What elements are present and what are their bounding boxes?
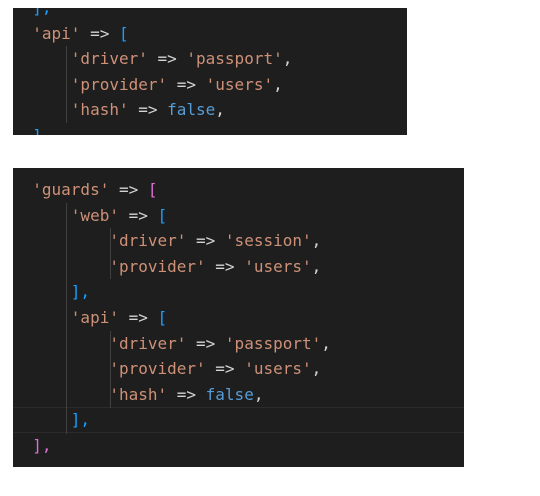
code-token: , xyxy=(311,231,322,251)
code-token: 'passport' xyxy=(186,49,283,69)
code-line: 'driver' => 'passport', xyxy=(13,331,464,357)
code-token: => xyxy=(186,231,225,251)
indent xyxy=(13,282,71,301)
indent xyxy=(13,385,109,404)
code-token: => xyxy=(186,333,225,353)
code-token: ], xyxy=(70,410,91,430)
code-token: [ xyxy=(118,23,129,43)
indent xyxy=(13,75,71,94)
code-line: ], xyxy=(13,407,464,433)
indent xyxy=(13,126,32,135)
indent xyxy=(13,334,109,353)
code-token: ], xyxy=(32,435,52,455)
indent-guide xyxy=(110,331,111,408)
code-token: [ xyxy=(157,307,168,327)
code-token: ], xyxy=(32,126,51,135)
code-token: 'users' xyxy=(244,256,312,276)
code-token: 'passport' xyxy=(224,333,322,353)
indent xyxy=(13,231,109,250)
indent-guide xyxy=(110,228,111,279)
code-line: 'provider' => 'users', xyxy=(13,254,464,280)
code-token: ], xyxy=(70,282,91,302)
code-token: 'session' xyxy=(224,231,312,251)
code-token: 'hash' xyxy=(70,100,129,120)
code-token: 'driver' xyxy=(109,231,187,251)
code-token: => xyxy=(128,100,168,120)
indent xyxy=(13,359,109,378)
indent-guide xyxy=(66,46,67,123)
code-token: false xyxy=(205,384,254,404)
code-token: , xyxy=(311,256,322,276)
code-token: , xyxy=(321,333,331,353)
code-line: 'web' => [ xyxy=(13,203,464,229)
code-token: => xyxy=(167,74,206,94)
code-snippet-api: ], 'api' => [ 'driver' => 'passport', 'p… xyxy=(13,8,407,135)
code-line: ], xyxy=(13,279,464,305)
code-line: 'hash' => false, xyxy=(13,382,464,408)
code-line: 'hash' => false, xyxy=(13,97,407,123)
indent-guide xyxy=(66,203,67,434)
code-token: , xyxy=(253,384,264,404)
indent xyxy=(13,24,32,43)
code-token: , xyxy=(282,49,293,69)
indent xyxy=(13,100,71,119)
indent xyxy=(13,206,71,225)
code-token: [ xyxy=(147,180,158,199)
code-token: 'api' xyxy=(32,23,81,43)
code-token: 'users' xyxy=(244,359,312,379)
code-token: => xyxy=(147,49,187,69)
code-lines: ], 'api' => [ 'driver' => 'passport', 'p… xyxy=(13,8,407,135)
code-token: => xyxy=(118,205,158,225)
code-line: 'provider' => 'users', xyxy=(13,356,464,382)
code-token: => xyxy=(167,384,206,404)
indent xyxy=(13,180,32,199)
code-line: ], xyxy=(13,123,407,135)
code-token: 'provider' xyxy=(109,359,206,379)
code-token: 'web' xyxy=(70,205,119,225)
code-line: 'driver' => 'session', xyxy=(13,228,464,254)
code-token: 'users' xyxy=(205,74,274,94)
code-lines: 'guards' => [ 'web' => [ 'driver' => 'se… xyxy=(13,177,464,459)
code-token: , xyxy=(311,359,322,379)
code-snippet-guards: 'guards' => [ 'web' => [ 'driver' => 'se… xyxy=(13,168,464,467)
code-token: 'guards' xyxy=(32,180,110,199)
code-line: ], xyxy=(13,433,464,459)
code-line: ], xyxy=(13,8,407,21)
code-line: 'api' => [ xyxy=(13,305,464,331)
code-token: ], xyxy=(32,8,51,17)
code-token: 'provider' xyxy=(109,256,206,276)
indent xyxy=(13,257,109,276)
code-token: [ xyxy=(157,205,168,225)
code-token: 'driver' xyxy=(70,49,148,69)
code-token: 'hash' xyxy=(109,384,168,404)
code-token: 'api' xyxy=(70,307,119,327)
code-token: => xyxy=(205,359,245,379)
code-line: 'api' => [ xyxy=(13,21,407,47)
indent xyxy=(13,410,71,429)
code-token: => xyxy=(109,180,148,199)
code-line: 'driver' => 'passport', xyxy=(13,46,407,72)
code-token: false xyxy=(167,100,216,120)
indent xyxy=(13,8,32,17)
indent xyxy=(13,436,32,455)
code-token: , xyxy=(273,74,283,94)
code-token: => xyxy=(80,23,119,43)
indent xyxy=(13,49,71,68)
code-token: => xyxy=(205,256,245,276)
indent xyxy=(13,308,71,327)
code-token: 'provider' xyxy=(70,74,168,94)
code-line: 'guards' => [ xyxy=(13,177,464,203)
code-token: => xyxy=(118,307,158,327)
code-token: 'driver' xyxy=(109,333,187,353)
code-token: , xyxy=(215,100,225,120)
code-line: 'provider' => 'users', xyxy=(13,72,407,98)
